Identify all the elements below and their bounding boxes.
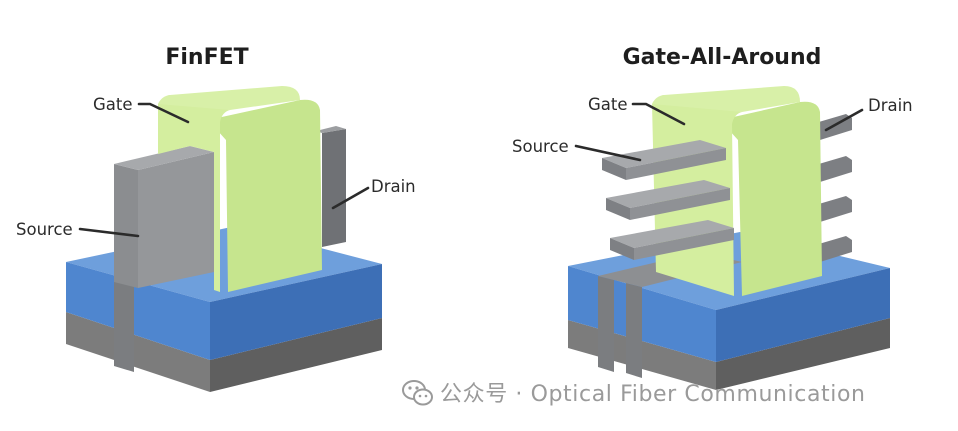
finfet-source-fin-front — [114, 164, 138, 288]
finfet-leader-gate — [137, 102, 190, 124]
finfet-drain-fin-top — [316, 126, 346, 133]
gaa-label-drain: Drain — [868, 96, 913, 115]
finfet-leader-source — [78, 227, 140, 238]
finfet-base-band-front — [66, 312, 210, 392]
gaa-drain-sheet-4 — [812, 236, 852, 262]
finfet-leader-drain — [331, 186, 370, 210]
finfet-substrate-front — [66, 262, 210, 360]
gaa-source-sheet-1 — [602, 140, 726, 180]
gaa-drain-sheet-2 — [812, 156, 852, 182]
gaa-label-source: Source — [512, 137, 569, 156]
finfet-label-gate: Gate — [93, 95, 133, 114]
gaa-slot-left — [598, 276, 614, 372]
gaa-label-gate: Gate — [588, 95, 628, 114]
watermark: 公众号 · Optical Fiber Communication — [402, 380, 866, 407]
gaa-base-band-side — [716, 318, 890, 390]
finfet-base-band-side — [210, 318, 382, 392]
finfet-fin-slot — [114, 276, 134, 372]
finfet-gate-front — [158, 95, 230, 292]
gaa-source-sheet-2 — [606, 180, 730, 220]
finfet-gate-top — [158, 86, 300, 110]
gaa-substrate-side — [716, 268, 890, 362]
gaa-gate-side — [720, 101, 822, 296]
gaa-gate-top — [652, 86, 800, 112]
finfet-gate-side — [208, 99, 322, 292]
wechat-icon — [402, 380, 433, 406]
finfet-source-fin-top — [114, 146, 214, 170]
finfet-drain-fin-side — [322, 129, 346, 247]
gaa-title: Gate-All-Around — [623, 45, 822, 70]
gaa-source-sheet-3 — [610, 220, 734, 260]
gaa-diagram: Gate-All-Around — [512, 45, 913, 390]
gaa-leader-drain — [824, 108, 864, 132]
finfet-title: FinFET — [165, 45, 248, 70]
finfet-substrate-side — [210, 264, 382, 360]
finfet-diagram: FinFET Gate Source Drain — [16, 45, 416, 392]
gaa-slot-right — [626, 283, 642, 378]
watermark-text: 公众号 · Optical Fiber Communication — [440, 382, 866, 407]
finfet-label-source: Source — [16, 220, 73, 239]
finfet-label-drain: Drain — [371, 177, 416, 196]
gaa-leader-source — [574, 144, 642, 162]
gaa-drain-sheet-3 — [812, 196, 852, 222]
finfet-source-fin-side — [138, 152, 214, 288]
gaa-leader-gate — [631, 102, 686, 126]
